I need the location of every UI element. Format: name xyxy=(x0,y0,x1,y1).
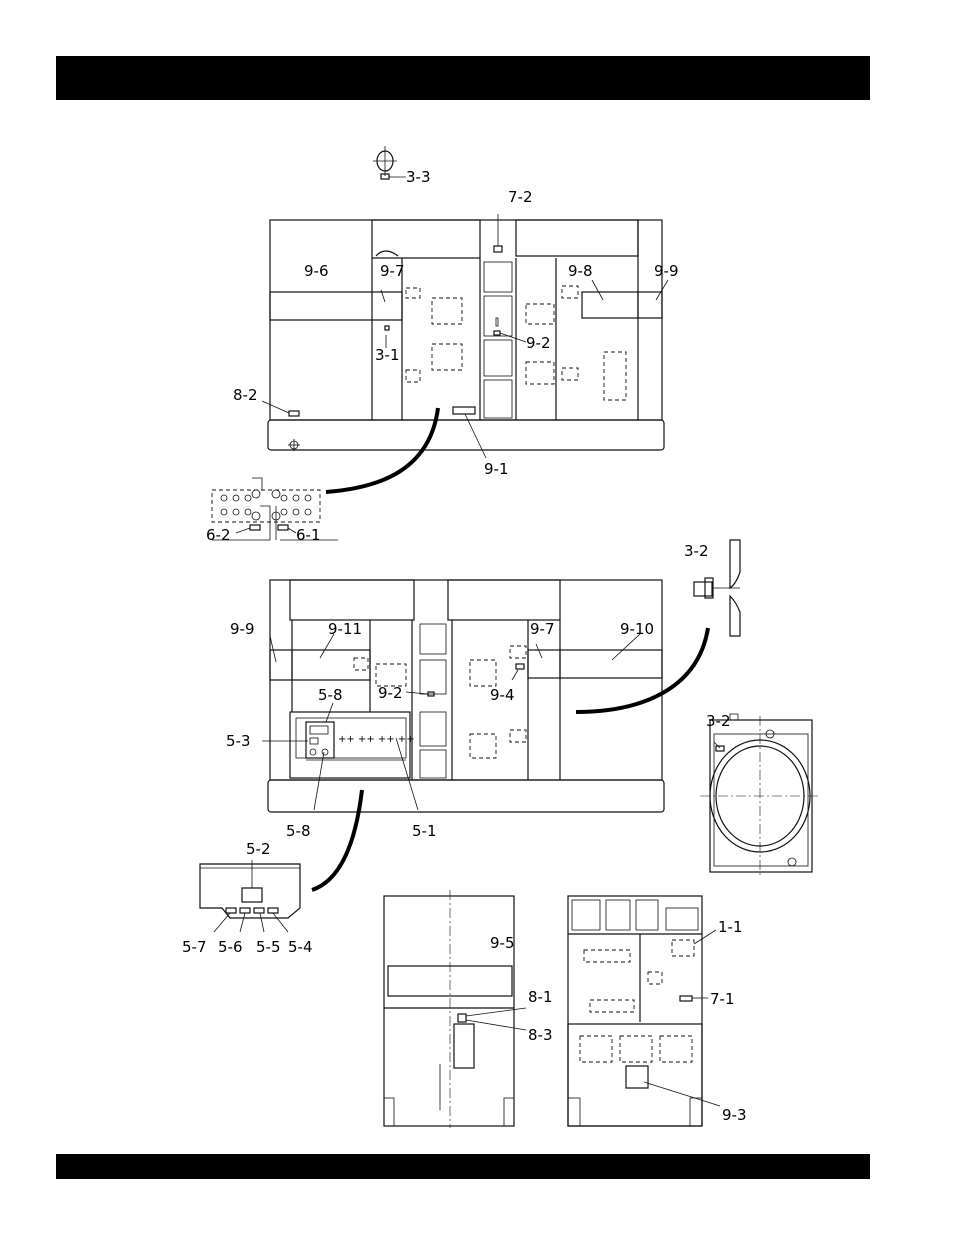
callout-3-2-radiator: 3-2 xyxy=(706,712,731,730)
callout-8-3: 8-3 xyxy=(528,1026,553,1044)
generator-side-view-upper xyxy=(262,146,668,492)
callout-7-1: 7-1 xyxy=(710,990,735,1008)
callout-5-1: 5-1 xyxy=(412,822,437,840)
callout-8-1: 8-1 xyxy=(528,988,553,1006)
callout-9-4: 9-4 xyxy=(490,686,515,704)
callout-9-9-upper: 9-9 xyxy=(654,262,679,280)
generator-front-view xyxy=(384,890,526,1128)
callout-9-1: 9-1 xyxy=(484,460,509,478)
callout-9-5: 9-5 xyxy=(490,934,515,952)
callout-5-8-upper: 5-8 xyxy=(318,686,343,704)
callout-9-2-upper: 9-2 xyxy=(526,334,551,352)
callout-9-3: 9-3 xyxy=(722,1106,747,1124)
callout-5-6: 5-6 xyxy=(218,938,243,956)
callout-5-2: 5-2 xyxy=(246,840,271,858)
callout-5-8-lower: 5-8 xyxy=(286,822,311,840)
generator-rear-view xyxy=(568,896,720,1126)
callout-9-11: 9-11 xyxy=(328,620,362,638)
callout-3-2-fan: 3-2 xyxy=(684,542,709,560)
control-box-detail xyxy=(200,860,300,932)
callout-8-2: 8-2 xyxy=(233,386,258,404)
lifting-eye-icon xyxy=(373,146,397,179)
callout-9-7-lower: 9-7 xyxy=(530,620,555,638)
callout-9-7-upper: 9-7 xyxy=(380,262,405,280)
callout-5-7: 5-7 xyxy=(182,938,207,956)
callout-9-6: 9-6 xyxy=(304,262,329,280)
callout-5-4: 5-4 xyxy=(288,938,313,956)
svg-text:++ ++ ++ ++: ++ ++ ++ ++ xyxy=(338,734,415,745)
callout-6-2: 6-2 xyxy=(206,526,231,544)
callout-5-3: 5-3 xyxy=(226,732,251,750)
callout-9-8: 9-8 xyxy=(568,262,593,280)
callout-9-2-lower: 9-2 xyxy=(378,684,403,702)
radiator-end-view xyxy=(700,714,820,876)
callout-5-5: 5-5 xyxy=(256,938,281,956)
footer-bar xyxy=(56,1154,870,1179)
callout-6-1: 6-1 xyxy=(296,526,321,544)
callout-9-10: 9-10 xyxy=(620,620,654,638)
callout-7-2: 7-2 xyxy=(508,188,533,206)
callout-1-1: 1-1 xyxy=(718,918,743,936)
callout-3-3: 3-3 xyxy=(406,168,431,186)
callout-9-9-lower: 9-9 xyxy=(230,620,255,638)
tie-down-icon xyxy=(288,439,300,451)
callout-3-1: 3-1 xyxy=(375,346,400,364)
